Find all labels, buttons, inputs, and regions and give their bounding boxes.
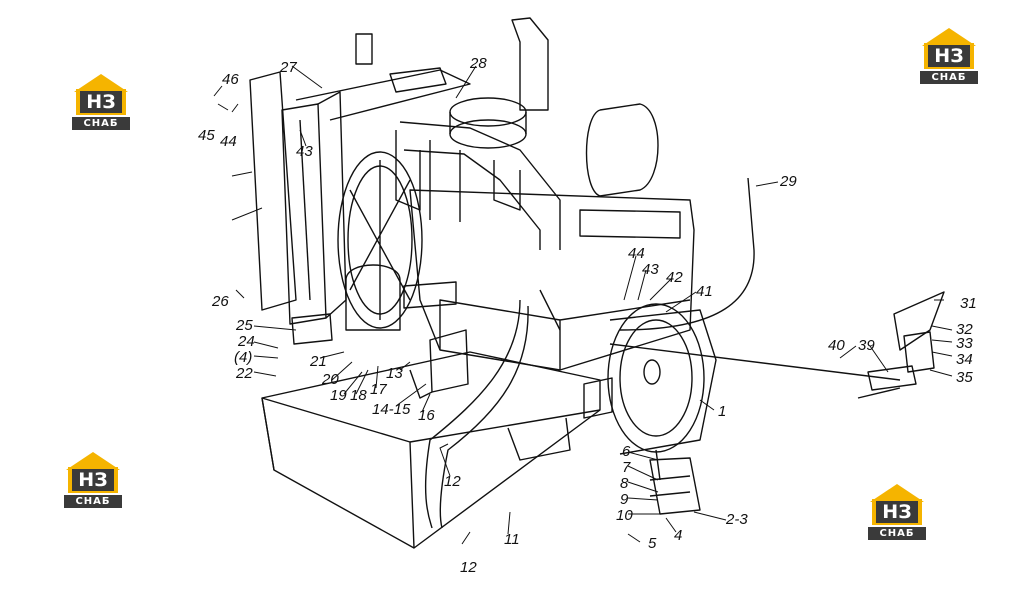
callout-38: 42 <box>666 269 683 286</box>
oil-filter <box>345 264 457 331</box>
callout-37-36: 41 <box>696 283 713 300</box>
callout-29: 31 <box>960 295 977 312</box>
callout-43: 45 <box>198 127 215 144</box>
pedal-bracket <box>857 291 945 399</box>
brand-logo-watermark: НЗ СНАБ <box>70 74 132 136</box>
callout-5: 5 <box>648 535 657 552</box>
engine-block <box>409 189 695 371</box>
callout-25: 26 <box>211 293 229 310</box>
callout-8: 8 <box>620 475 629 492</box>
callout-32: 34 <box>956 351 973 368</box>
flywheel-housing <box>583 303 717 455</box>
logo-roof-icon <box>74 74 128 92</box>
callout-13: 13 <box>386 365 403 382</box>
callout-11: 11 <box>504 531 520 548</box>
logo-roof-icon <box>66 452 120 470</box>
callout-16: 16 <box>418 407 435 424</box>
callout-17: 17 <box>370 381 387 398</box>
engine-mount <box>649 449 701 515</box>
callout-41: 43 <box>296 143 313 160</box>
callout-2-3: 2-3 <box>725 511 748 528</box>
callout-22: 22 <box>235 365 253 382</box>
logo-roof-icon <box>922 28 976 46</box>
callout-4: 4 <box>674 527 682 544</box>
callout-34: 39 <box>858 337 875 354</box>
callout-24: 25 <box>235 317 253 334</box>
radiator-mount <box>291 313 333 345</box>
air-filter <box>395 97 561 250</box>
brand-logo-watermark: НЗ СНАБ <box>62 452 124 514</box>
callout-19: 19 <box>330 387 347 404</box>
brand-logo-watermark: НЗ СНАБ <box>918 28 980 90</box>
callout-26: 27 <box>279 59 297 76</box>
callout-23: 24 <box>237 333 255 350</box>
coolant-filler <box>355 33 447 93</box>
callout-7: 7 <box>622 459 631 476</box>
logo-roof-icon <box>870 484 924 502</box>
callout-27: 28 <box>469 55 487 72</box>
fuel-tank <box>261 351 601 549</box>
callout-40: 44 <box>628 245 645 262</box>
callout-12a: 12 <box>444 473 461 490</box>
callout-33: 35 <box>956 369 973 386</box>
callout-18: 18 <box>350 387 367 404</box>
radiator <box>249 69 471 325</box>
callout-20: 20 <box>321 371 339 388</box>
callout-12b: 12 <box>460 559 477 576</box>
callout-35: 40 <box>828 337 845 354</box>
brand-logo-watermark: НЗ СНАБ <box>866 484 928 546</box>
callout-1: 1 <box>718 403 726 420</box>
callout-31: 33 <box>956 335 973 352</box>
fan <box>337 151 423 329</box>
callout-9: 9 <box>620 491 629 508</box>
callout-39: 43 <box>642 261 659 278</box>
muffler <box>511 17 659 197</box>
callout-44: 46 <box>222 71 239 88</box>
callout-6: 6 <box>622 443 631 460</box>
wiring <box>424 289 561 529</box>
callout-4p: (4) <box>234 349 252 366</box>
callout-28: 29 <box>779 173 797 190</box>
callout-14-15: 14-15 <box>372 401 411 418</box>
tank-bracket <box>409 329 469 399</box>
callout-42: 44 <box>220 133 237 150</box>
callout-10: 10 <box>616 507 633 524</box>
callout-30: 32 <box>956 321 973 338</box>
callout-21: 21 <box>309 353 327 370</box>
leader-lines <box>213 65 953 545</box>
throttle-cable <box>609 177 901 381</box>
